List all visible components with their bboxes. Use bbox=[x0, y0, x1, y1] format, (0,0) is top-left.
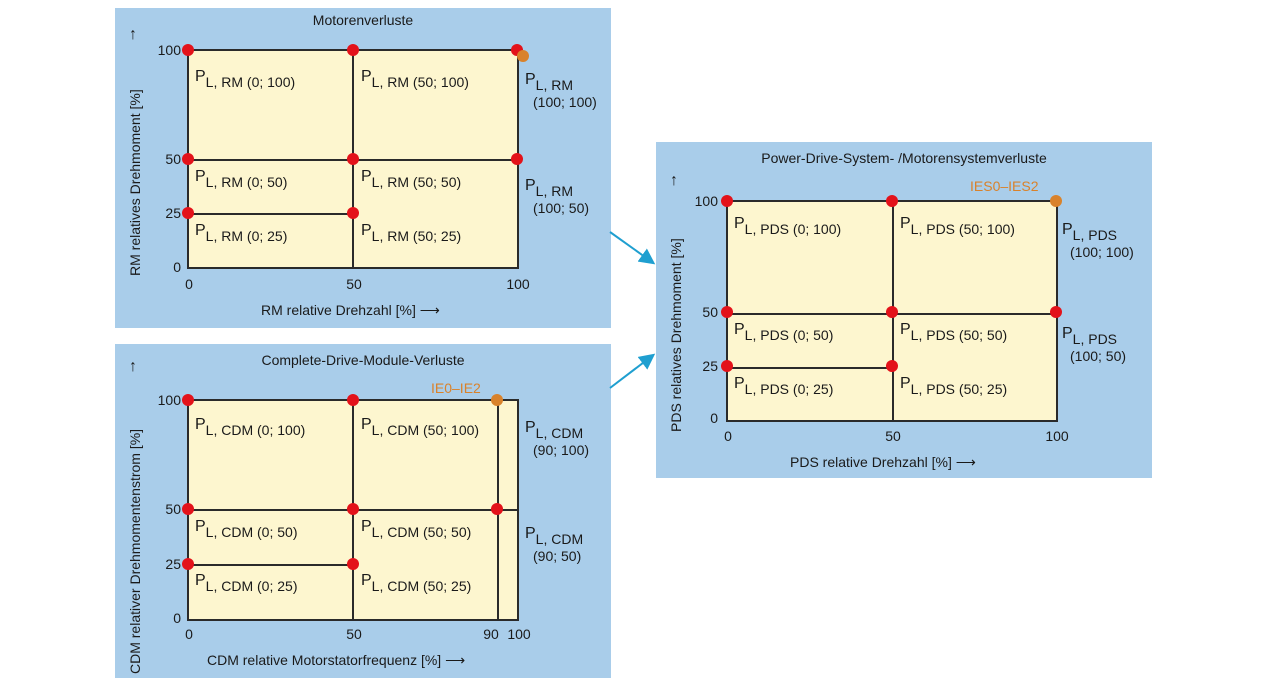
panel-title: Motorenverluste bbox=[312, 12, 414, 28]
outside-label: PL, CDM (90; 50) bbox=[525, 525, 584, 564]
arrow-rm-to-pds bbox=[609, 231, 656, 265]
cell-label: PL, CDM (0; 50) bbox=[195, 518, 298, 540]
data-point bbox=[347, 44, 359, 56]
x-tick: 0 bbox=[185, 276, 193, 292]
cell-label: PL, CDM (50; 100) bbox=[361, 416, 480, 438]
data-point bbox=[347, 394, 359, 406]
x-tick: 50 bbox=[346, 626, 362, 642]
data-point bbox=[347, 558, 359, 570]
cell-label: PL, RM (0; 100) bbox=[195, 68, 296, 90]
cell-label: PL, CDM (50; 50) bbox=[361, 518, 472, 540]
y-tick: 0 bbox=[173, 259, 181, 275]
x-tick: 0 bbox=[724, 428, 732, 444]
cell-label: PL, CDM (0; 25) bbox=[195, 572, 298, 594]
gridline-y25 bbox=[189, 213, 353, 215]
gridline-y25 bbox=[728, 367, 893, 369]
data-point bbox=[721, 360, 733, 372]
data-point bbox=[511, 153, 523, 165]
data-point bbox=[886, 195, 898, 207]
x-axis-label: CDM relative Motorstatorfrequenz [%] ⟶ bbox=[207, 652, 466, 668]
x-axis-label: RM relative Drehzahl [%] ⟶ bbox=[261, 302, 440, 318]
cell-label: PL, RM (0; 25) bbox=[195, 222, 288, 244]
cell-label: PL, PDS (0; 100) bbox=[734, 215, 842, 237]
y-tick: 100 bbox=[694, 193, 718, 209]
y-tick: 25 bbox=[165, 205, 181, 221]
data-point bbox=[347, 207, 359, 219]
x-tick: 90 bbox=[483, 626, 499, 642]
y-tick: 100 bbox=[157, 42, 181, 58]
data-point bbox=[347, 153, 359, 165]
ie-class-label: IE0–IE2 bbox=[431, 380, 481, 396]
y-axis-arrow-icon: ↑ bbox=[670, 172, 678, 189]
y-tick: 0 bbox=[710, 410, 718, 426]
cell-label: PL, PDS (50; 100) bbox=[900, 215, 1015, 237]
data-point bbox=[1050, 306, 1062, 318]
data-point bbox=[182, 558, 194, 570]
data-point bbox=[721, 195, 733, 207]
data-point bbox=[182, 44, 194, 56]
y-tick: 0 bbox=[173, 610, 181, 626]
cell-label: PL, RM (50; 50) bbox=[361, 168, 462, 190]
x-tick: 50 bbox=[346, 276, 362, 292]
cell-label: PL, PDS (50; 50) bbox=[900, 321, 1008, 343]
data-point bbox=[721, 306, 733, 318]
ie-point bbox=[491, 394, 503, 406]
data-point bbox=[886, 360, 898, 372]
panel-motor-losses: Motorenverluste RM relatives Drehmoment … bbox=[115, 8, 611, 328]
x-axis-label: PDS relative Drehzahl [%] ⟶ bbox=[790, 454, 976, 470]
cell-label: PL, PDS (0; 50) bbox=[734, 321, 834, 343]
x-tick: 100 bbox=[507, 626, 531, 642]
y-tick: 100 bbox=[157, 392, 181, 408]
panel-title: Complete-Drive-Module-Verluste bbox=[261, 352, 465, 368]
outside-label: PL, PDS (100; 50) bbox=[1062, 325, 1127, 364]
ie-point bbox=[517, 50, 529, 62]
x-tick: 50 bbox=[885, 428, 901, 444]
outside-label: PL, RM (100; 100) bbox=[525, 71, 597, 110]
cell-label: PL, RM (0; 50) bbox=[195, 168, 288, 190]
outside-label: PL, CDM (90; 100) bbox=[525, 419, 590, 458]
y-tick: 25 bbox=[702, 358, 718, 374]
y-axis-arrow-icon: ↑ bbox=[129, 358, 137, 375]
x-tick: 100 bbox=[1045, 428, 1069, 444]
x-axis-arrow-icon: ⟶ bbox=[951, 454, 976, 470]
y-tick: 50 bbox=[165, 501, 181, 517]
data-point bbox=[182, 207, 194, 219]
x-tick: 100 bbox=[506, 276, 530, 292]
cell-label: PL, CDM (50; 25) bbox=[361, 572, 472, 594]
cell-label: PL, PDS (50; 25) bbox=[900, 375, 1008, 397]
ie-class-label: IES0–IES2 bbox=[970, 178, 1039, 194]
cell-label: PL, RM (50; 25) bbox=[361, 222, 462, 244]
panel-cdm-losses: Complete-Drive-Module-Verluste CDM relat… bbox=[115, 344, 611, 678]
data-point bbox=[886, 306, 898, 318]
cell-label: PL, CDM (0; 100) bbox=[195, 416, 306, 438]
x-axis-arrow-icon: ⟶ bbox=[441, 652, 466, 668]
x-axis-arrow-icon: ⟶ bbox=[415, 302, 440, 318]
ie-point bbox=[1050, 195, 1062, 207]
data-point bbox=[491, 503, 503, 515]
panel-title: Power-Drive-System- /Motorensystemverlus… bbox=[761, 150, 1047, 166]
gridline-y25 bbox=[189, 564, 353, 566]
arrow-cdm-to-pds bbox=[609, 353, 656, 389]
panel-pds-losses: Power-Drive-System- /Motorensystemverlus… bbox=[656, 142, 1152, 478]
data-point bbox=[347, 503, 359, 515]
outside-label: PL, RM (100; 50) bbox=[525, 177, 590, 216]
data-point bbox=[182, 153, 194, 165]
y-tick: 50 bbox=[702, 304, 718, 320]
outside-label: PL, PDS (100; 100) bbox=[1062, 221, 1134, 260]
cell-label: PL, PDS (0; 25) bbox=[734, 375, 834, 397]
cell-label: PL, RM (50; 100) bbox=[361, 68, 469, 90]
data-point bbox=[182, 394, 194, 406]
x-tick: 0 bbox=[185, 626, 193, 642]
y-tick: 50 bbox=[165, 151, 181, 167]
data-point bbox=[182, 503, 194, 515]
y-axis-arrow-icon: ↑ bbox=[129, 26, 137, 43]
y-tick: 25 bbox=[165, 556, 181, 572]
